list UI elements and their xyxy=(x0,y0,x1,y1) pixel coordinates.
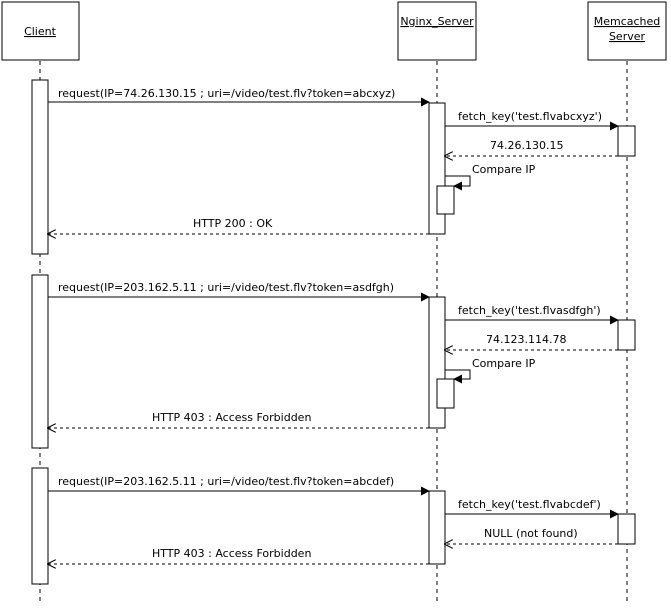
response-label: HTTP 200 : OK xyxy=(193,217,273,230)
memcached-actor: Memcached Server xyxy=(587,1,667,61)
nginx-actor: Nginx_Server xyxy=(397,1,477,61)
memcached-activation xyxy=(617,125,636,157)
compare-label: Compare IP xyxy=(472,163,536,176)
nginx-activation xyxy=(428,490,446,565)
memcached-activation xyxy=(617,513,636,545)
response-label: HTTP 403 : Access Forbidden xyxy=(152,411,311,424)
fetch-return-label: NULL (not found) xyxy=(484,527,578,540)
request-label: request(IP=203.162.5.11 ; uri=/video/tes… xyxy=(58,475,394,488)
scenario-3: request(IP=203.162.5.11 ; uri=/video/tes… xyxy=(31,467,636,585)
self-call-activation xyxy=(436,378,455,409)
nginx-actor-label: Nginx_Server xyxy=(400,15,474,28)
memcached-activation xyxy=(617,319,636,351)
self-call-activation xyxy=(436,185,455,215)
client-actor-label: Client xyxy=(24,25,57,38)
scenario-2: request(IP=203.162.5.11 ; uri=/video/tes… xyxy=(31,274,636,449)
client-actor: Client xyxy=(1,1,80,61)
response-label: HTTP 403 : Access Forbidden xyxy=(152,547,311,560)
request-label: request(IP=203.162.5.11 ; uri=/video/tes… xyxy=(58,281,394,294)
memcached-actor-label-line1: Memcached xyxy=(594,15,661,28)
fetch-return-label: 74.123.114.78 xyxy=(486,333,566,346)
compare-self-arrow xyxy=(445,369,471,384)
scenario-1: request(IP=74.26.130.15 ; uri=/video/tes… xyxy=(31,79,636,255)
memcached-actor-label-line2: Server xyxy=(609,30,646,43)
fetch-label: fetch_key('test.flvabcdef') xyxy=(458,498,601,511)
client-activation xyxy=(31,274,49,449)
compare-self-arrow xyxy=(445,175,471,191)
compare-label: Compare IP xyxy=(472,357,536,370)
client-activation xyxy=(31,79,49,255)
fetch-return-label: 74.26.130.15 xyxy=(490,139,563,152)
request-label: request(IP=74.26.130.15 ; uri=/video/tes… xyxy=(58,87,395,100)
fetch-label: fetch_key('test.flvabcxyz') xyxy=(458,110,602,123)
fetch-label: fetch_key('test.flvasdfgh') xyxy=(458,304,601,317)
client-activation xyxy=(31,467,49,585)
